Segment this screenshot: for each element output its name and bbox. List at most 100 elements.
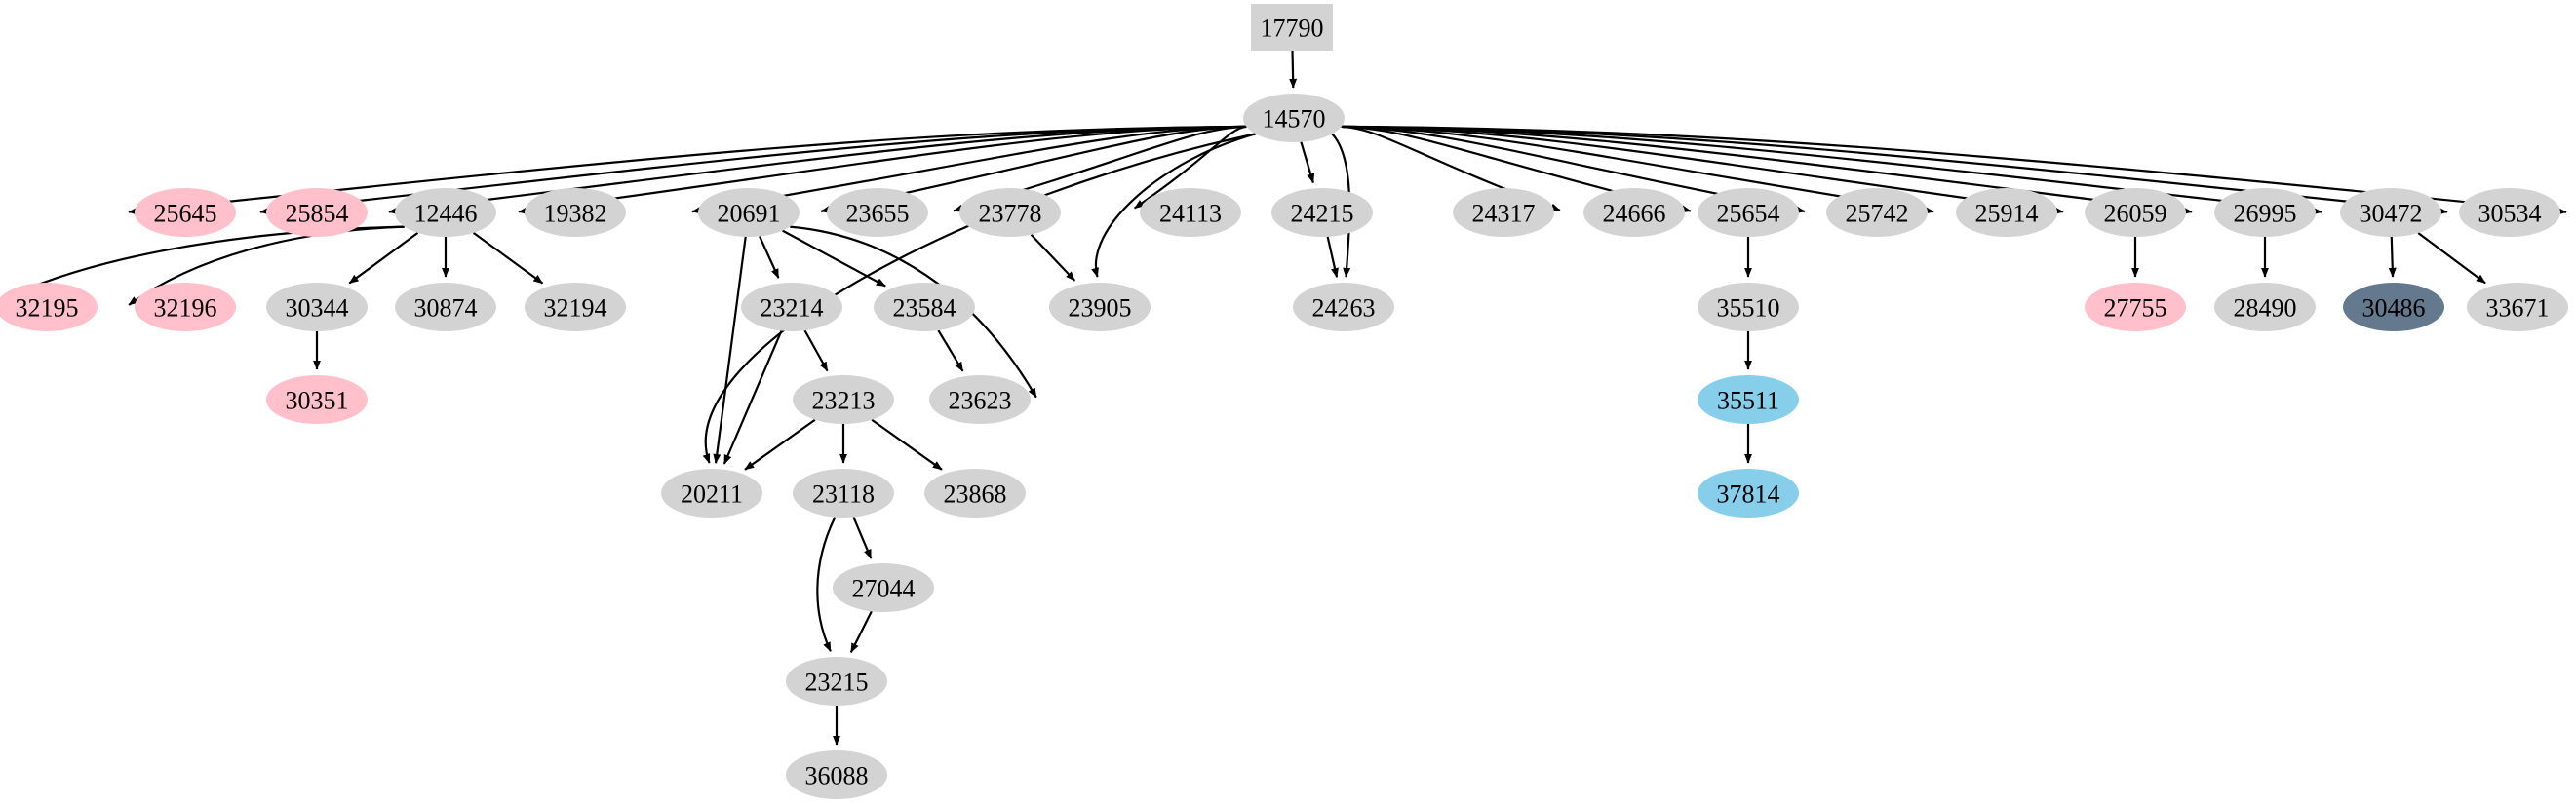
graph-node-37814[interactable]: 37814 (1698, 469, 1799, 518)
node-shape-23655[interactable] (827, 188, 928, 237)
graph-node-12446[interactable]: 12446 (395, 188, 496, 237)
node-shape-24263[interactable] (1293, 283, 1394, 331)
node-shape-23118[interactable] (793, 469, 894, 518)
graph-node-32194[interactable]: 32194 (525, 283, 626, 331)
graph-node-23213[interactable]: 23213 (793, 375, 894, 424)
graph-node-30472[interactable]: 30472 (2340, 188, 2441, 237)
node-shape-23778[interactable] (959, 188, 1061, 237)
graph-node-27755[interactable]: 27755 (2085, 283, 2186, 331)
node-shape-27755[interactable] (2085, 283, 2186, 331)
node-shape-30534[interactable] (2459, 188, 2560, 237)
node-shape-14570[interactable] (1243, 94, 1345, 142)
graph-node-17790[interactable]: 17790 (1251, 4, 1333, 51)
node-shape-25645[interactable] (135, 188, 236, 237)
graph-edge-14570-to-20691 (691, 125, 1247, 214)
graph-node-24215[interactable]: 24215 (1271, 188, 1373, 237)
graph-edge-14570-to-23655 (820, 125, 1247, 213)
node-shape-12446[interactable] (395, 188, 496, 237)
node-shape-30472[interactable] (2340, 188, 2441, 237)
node-shape-35510[interactable] (1698, 283, 1799, 331)
graph-node-30486[interactable]: 30486 (2343, 283, 2444, 331)
node-shape-36088[interactable] (786, 750, 887, 799)
graph-edge-23118-to-27044 (852, 517, 873, 559)
node-shape-24317[interactable] (1453, 188, 1554, 237)
graph-node-23215[interactable]: 23215 (786, 657, 887, 706)
graph-node-20211[interactable]: 20211 (661, 469, 762, 518)
node-shape-32194[interactable] (525, 283, 626, 331)
graph-node-33671[interactable]: 33671 (2467, 283, 2568, 331)
graph-node-14570[interactable]: 14570 (1243, 94, 1345, 142)
graph-edge-14570-to-20211 (702, 133, 1256, 464)
graph-node-24263[interactable]: 24263 (1293, 283, 1394, 331)
node-shape-20691[interactable] (698, 188, 800, 237)
node-shape-23215[interactable] (786, 657, 887, 706)
node-shape-37814[interactable] (1698, 469, 1799, 518)
graph-node-23655[interactable]: 23655 (827, 188, 928, 237)
graph-node-23214[interactable]: 23214 (741, 283, 842, 331)
node-shape-25742[interactable] (1826, 188, 1928, 237)
node-shape-23623[interactable] (929, 375, 1031, 424)
node-shape-26059[interactable] (2085, 188, 2186, 237)
graph-node-20691[interactable]: 20691 (698, 188, 800, 237)
node-shape-25854[interactable] (266, 188, 368, 237)
graph-node-24317[interactable]: 24317 (1453, 188, 1554, 237)
node-shape-24113[interactable] (1140, 188, 1241, 237)
graph-node-23584[interactable]: 23584 (874, 283, 975, 331)
graph-node-30344[interactable]: 30344 (266, 283, 368, 331)
graph-edge-23213-to-20211 (744, 418, 816, 471)
graph-node-35511[interactable]: 35511 (1698, 375, 1799, 424)
node-shape-25914[interactable] (1956, 188, 2057, 237)
graph-edge-23584-to-23623 (937, 329, 964, 372)
graph-edge-12446-to-30344 (348, 232, 419, 285)
graph-node-27044[interactable]: 27044 (833, 563, 934, 612)
graph-edge-24215-to-24263 (1326, 236, 1339, 279)
graph-node-25854[interactable]: 25854 (266, 188, 368, 237)
node-shape-35511[interactable] (1698, 375, 1799, 424)
graph-node-25654[interactable]: 25654 (1698, 188, 1799, 237)
graph-node-26995[interactable]: 26995 (2214, 188, 2316, 237)
node-shape-19382[interactable] (525, 188, 626, 237)
graph-node-35510[interactable]: 35510 (1698, 283, 1799, 331)
graph-node-32196[interactable]: 32196 (135, 283, 236, 331)
graph-edge-20691-to-23623 (790, 225, 1037, 399)
node-shape-20211[interactable] (661, 469, 762, 518)
graph-node-23868[interactable]: 23868 (924, 469, 1026, 518)
node-shape-30344[interactable] (266, 283, 368, 331)
graph-node-25914[interactable]: 25914 (1956, 188, 2057, 237)
node-shape-17790[interactable] (1251, 4, 1333, 51)
graph-node-24666[interactable]: 24666 (1583, 188, 1685, 237)
graph-node-19382[interactable]: 19382 (525, 188, 626, 237)
graph-node-36088[interactable]: 36088 (786, 750, 887, 799)
node-shape-23584[interactable] (874, 283, 975, 331)
graph-node-30351[interactable]: 30351 (266, 375, 368, 424)
node-shape-33671[interactable] (2467, 283, 2568, 331)
node-shape-30874[interactable] (395, 283, 496, 331)
node-shape-23213[interactable] (793, 375, 894, 424)
graph-node-28490[interactable]: 28490 (2214, 283, 2316, 331)
graph-node-23118[interactable]: 23118 (793, 469, 894, 518)
graph-node-30534[interactable]: 30534 (2459, 188, 2560, 237)
node-shape-24666[interactable] (1583, 188, 1685, 237)
graph-node-23778[interactable]: 23778 (959, 188, 1061, 237)
node-shape-32196[interactable] (135, 283, 236, 331)
graph-node-23623[interactable]: 23623 (929, 375, 1031, 424)
node-shape-26995[interactable] (2214, 188, 2316, 237)
node-shape-23214[interactable] (741, 283, 842, 331)
node-shape-23868[interactable] (924, 469, 1026, 518)
node-shape-32195[interactable] (0, 283, 98, 331)
graph-node-30874[interactable]: 30874 (395, 283, 496, 331)
node-shape-27044[interactable] (833, 563, 934, 612)
graph-node-26059[interactable]: 26059 (2085, 188, 2186, 237)
node-shape-30486[interactable] (2343, 283, 2444, 331)
node-shape-25654[interactable] (1698, 188, 1799, 237)
graph-node-25742[interactable]: 25742 (1826, 188, 1928, 237)
graph-node-23905[interactable]: 23905 (1049, 283, 1151, 331)
graph-node-32195[interactable]: 32195 (0, 283, 98, 331)
node-shape-23905[interactable] (1049, 283, 1151, 331)
graph-edge-30472-to-30486 (2388, 236, 2397, 278)
graph-node-24113[interactable]: 24113 (1140, 188, 1241, 237)
graph-node-25645[interactable]: 25645 (135, 188, 236, 237)
node-shape-30351[interactable] (266, 375, 368, 424)
node-shape-28490[interactable] (2214, 283, 2316, 331)
node-shape-24215[interactable] (1271, 188, 1373, 237)
